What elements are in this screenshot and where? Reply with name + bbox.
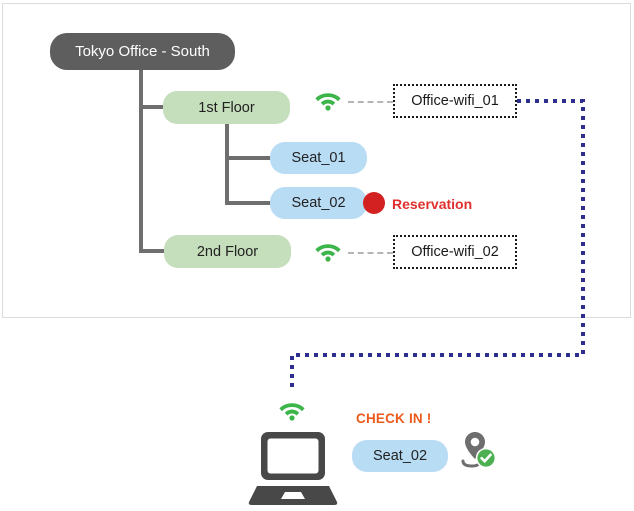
node-label: Seat_02	[291, 195, 346, 211]
tree-branch-seat-02	[225, 201, 275, 205]
wifi-label: Office-wifi_01	[411, 93, 499, 109]
laptop-icon	[247, 430, 339, 506]
node-label: Tokyo Office - South	[75, 43, 210, 60]
wifi-link-dashed-2	[348, 252, 393, 254]
wifi-label: Office-wifi_02	[411, 244, 499, 260]
tree-trunk-vertical	[139, 70, 143, 253]
wifi-icon	[315, 90, 341, 111]
node-label: Seat_01	[291, 150, 346, 166]
node-1st-floor[interactable]: 1st Floor	[163, 91, 290, 124]
reservation-status-dot	[363, 192, 385, 214]
node-label: 2nd Floor	[196, 243, 259, 260]
tree-branch-2nd-floor	[139, 249, 167, 253]
checkin-seat-chip[interactable]: Seat_02	[352, 440, 448, 472]
node-label: Seat_02	[372, 448, 428, 464]
node-label: 1st Floor	[198, 99, 255, 116]
node-tokyo-office-south[interactable]: Tokyo Office - South	[50, 33, 235, 70]
node-seat-01[interactable]: Seat_01	[270, 142, 367, 174]
wifi-box-office-wifi-01[interactable]: Office-wifi_01	[393, 84, 517, 118]
check-in-label: CHECK IN !	[356, 411, 432, 426]
node-seat-02[interactable]: Seat_02	[270, 187, 367, 219]
tree-branch-seat-01	[225, 156, 275, 160]
node-2nd-floor[interactable]: 2nd Floor	[164, 235, 291, 268]
wifi-box-office-wifi-02[interactable]: Office-wifi_02	[393, 235, 517, 269]
location-pin-check-icon	[461, 431, 497, 469]
reservation-status-label: Reservation	[392, 196, 473, 212]
wifi-icon	[279, 400, 305, 421]
tree-branch-1st-floor	[139, 105, 167, 109]
tree-subtrunk-vertical	[225, 122, 229, 205]
wifi-link-dashed-1	[348, 101, 393, 103]
wifi-icon	[315, 241, 341, 262]
